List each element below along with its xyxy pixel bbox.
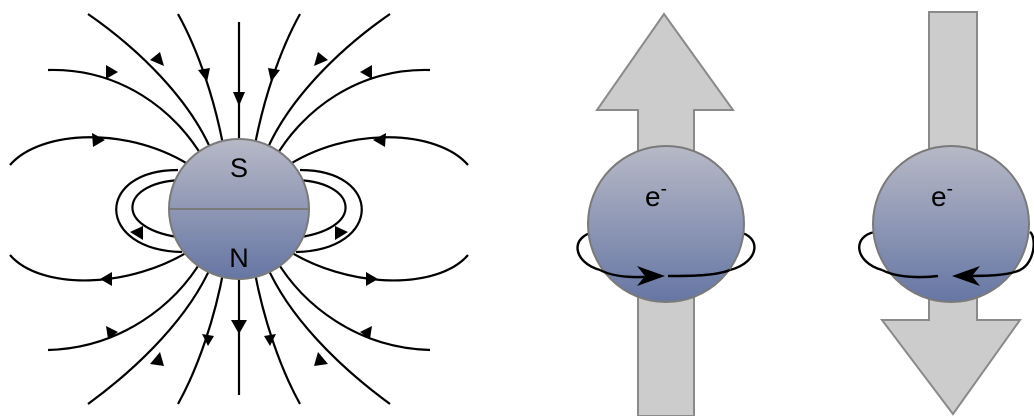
electron-sphere — [873, 146, 1029, 302]
arrowhead — [150, 52, 164, 66]
arrowhead — [150, 352, 164, 366]
electron-sphere — [588, 146, 744, 302]
arrowhead — [106, 65, 118, 79]
field-line — [266, 264, 390, 404]
electron-charge: - — [947, 179, 953, 200]
arrowhead — [366, 272, 378, 286]
field-line — [88, 14, 212, 152]
electron-symbol: e — [931, 181, 947, 212]
north-pole-label: N — [229, 243, 249, 273]
field-line — [88, 264, 212, 404]
field-line — [284, 248, 468, 280]
arrowhead — [233, 92, 245, 106]
field-line — [275, 258, 430, 350]
field-line — [254, 268, 300, 404]
arrowhead — [100, 272, 112, 286]
field-line — [48, 70, 203, 158]
electron-spin-down: e- — [859, 12, 1033, 414]
arrowhead — [198, 68, 210, 82]
field-line — [275, 70, 430, 158]
field-line — [10, 137, 194, 168]
field-line — [10, 248, 194, 280]
field-line — [284, 137, 468, 168]
arrowhead — [268, 68, 280, 82]
magnet-sphere: S N — [169, 139, 309, 279]
arrowhead — [92, 133, 105, 147]
arrowhead — [360, 65, 372, 79]
south-pole-label: S — [230, 153, 248, 183]
field-line — [178, 268, 224, 404]
field-line — [48, 258, 203, 350]
arrowhead — [314, 352, 328, 366]
electron-spin-up: e- — [578, 14, 755, 416]
field-line — [266, 14, 390, 152]
electron-charge: - — [661, 179, 667, 200]
arrowhead — [373, 133, 386, 147]
arrowhead — [314, 52, 328, 66]
magnetic-field-diagram: S N — [10, 14, 468, 404]
electron-symbol: e — [645, 181, 661, 212]
arrowhead — [231, 320, 247, 334]
